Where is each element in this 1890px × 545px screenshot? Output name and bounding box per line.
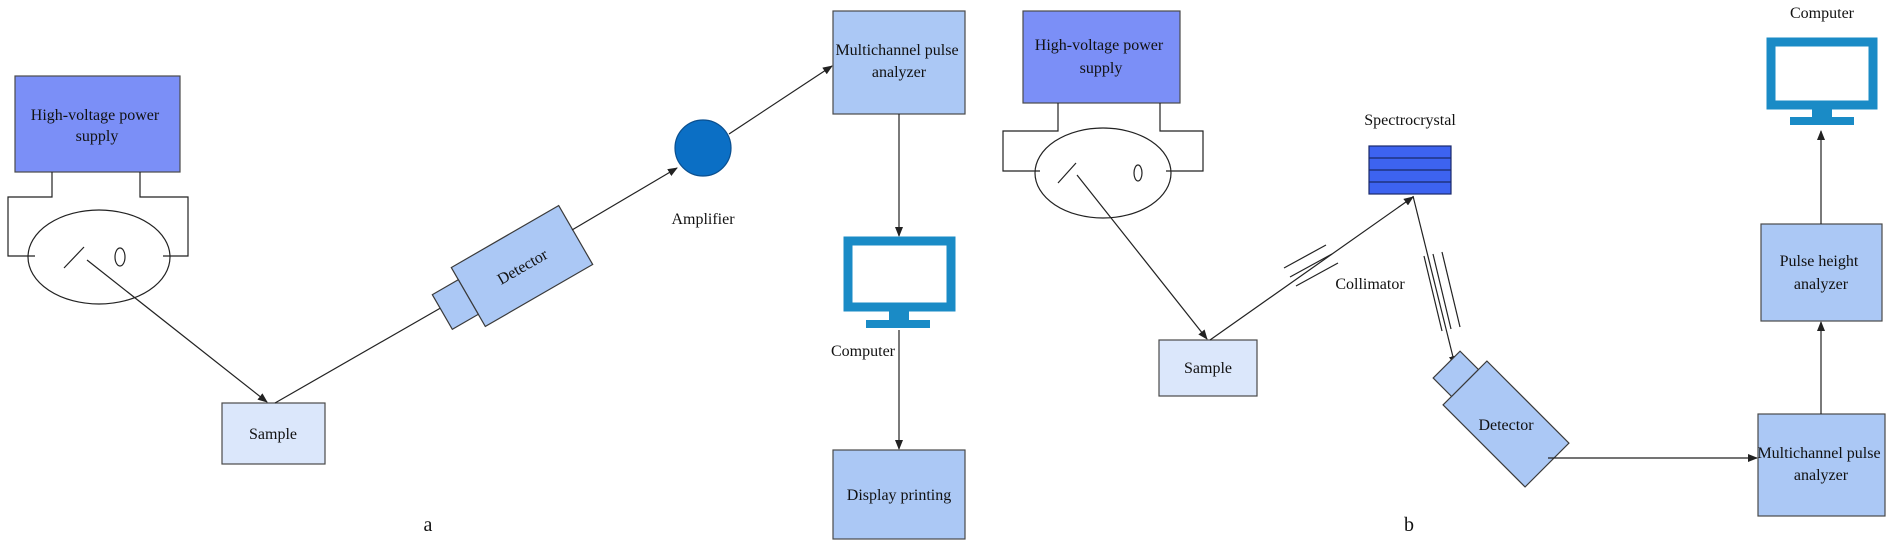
collimator-b-label: Collimator xyxy=(1335,276,1405,293)
analyzer-a: Multichannel pulse analyzer xyxy=(832,10,966,115)
beam-sample-to-detector-a xyxy=(274,301,452,404)
analyzer-b-line2: analyzer xyxy=(1794,467,1849,484)
wire-amplifier-to-analyzer-a xyxy=(728,65,833,135)
amplifier-a-label: Amplifier xyxy=(671,211,735,228)
collimator-lines-2 xyxy=(1423,251,1461,332)
power-wire-a-right xyxy=(139,172,189,257)
power-supply-b-line2: supply xyxy=(1080,60,1123,77)
analyzer-b-line1: Multichannel pulse xyxy=(1757,445,1880,462)
panel-a: High-voltage power supply Sample Detecto… xyxy=(7,10,966,540)
power-supply-a-line2: supply xyxy=(76,128,119,145)
power-wire-a xyxy=(7,172,53,257)
collimator-lines-1 xyxy=(1283,244,1339,287)
panel-b-caption: b xyxy=(1404,514,1414,536)
panel-b: High-voltage power supply Sample S xyxy=(1002,5,1886,536)
svg-text:Multichannel pulse ana: Multichannel pulse analyzer xyxy=(1757,445,1884,484)
power-wire-b-right xyxy=(1159,103,1204,172)
detector-a: Detector xyxy=(431,204,594,331)
beam-tube-to-sample-a xyxy=(86,259,268,403)
spectrocrystal-b: Spectrocrystal xyxy=(1364,112,1456,195)
detector-b: Detector xyxy=(1432,350,1570,488)
power-wire-b xyxy=(1002,103,1059,172)
svg-text:Pulse height analyzer: Pulse height analyzer xyxy=(1780,253,1863,293)
sample-a: Sample xyxy=(221,402,326,465)
pulse-height-b-line2: analyzer xyxy=(1794,276,1849,293)
spectrocrystal-b-label: Spectrocrystal xyxy=(1364,112,1456,129)
power-supply-a: High-voltage power supply xyxy=(14,75,181,173)
analyzer-b: Multichannel pulse analyzer xyxy=(1757,413,1886,517)
pulse-height-analyzer-b: Pulse height analyzer xyxy=(1760,223,1883,322)
display-printing-a: Display printing xyxy=(832,449,966,540)
power-supply-b-line1: High-voltage power xyxy=(1035,37,1164,54)
xray-tube-b xyxy=(1034,127,1172,219)
display-printing-a-label: Display printing xyxy=(847,487,951,504)
sample-b-label: Sample xyxy=(1184,360,1232,377)
computer-a-label: Computer xyxy=(831,343,896,360)
amplifier-a: Amplifier xyxy=(671,119,735,228)
beam-tube-to-sample-b xyxy=(1076,174,1208,340)
pulse-height-b-line1: Pulse height xyxy=(1780,253,1859,270)
computer-monitor-icon-a xyxy=(843,236,956,328)
svg-text:High-voltage power sup: High-voltage power supply xyxy=(31,107,163,145)
svg-text:Multichannel pulse ana: Multichannel pulse analyzer xyxy=(835,42,962,81)
wire-detector-to-amplifier-a xyxy=(571,167,678,231)
analyzer-a-line2: analyzer xyxy=(872,64,927,81)
beam-crystal-to-detector-b xyxy=(1412,195,1457,366)
computer-monitor-icon-b xyxy=(1766,37,1878,125)
sample-a-label: Sample xyxy=(249,426,297,443)
panel-a-caption: a xyxy=(424,514,433,536)
detector-b-label: Detector xyxy=(1478,417,1534,434)
power-supply-a-line1: High-voltage power xyxy=(31,107,160,124)
xray-tube-a xyxy=(27,209,171,305)
svg-text:High-voltage power sup: High-voltage power supply xyxy=(1035,37,1167,77)
sample-b: Sample xyxy=(1158,339,1258,397)
computer-b-label: Computer xyxy=(1790,5,1855,22)
analyzer-a-line1: Multichannel pulse xyxy=(835,42,958,59)
power-supply-b: High-voltage power supply xyxy=(1022,10,1181,104)
beam-sample-to-crystal-b xyxy=(1209,196,1414,341)
